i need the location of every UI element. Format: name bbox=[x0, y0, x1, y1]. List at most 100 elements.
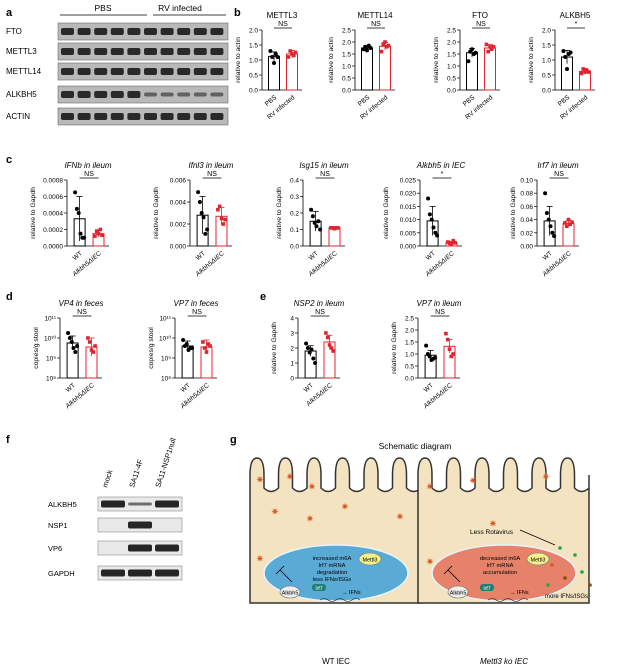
data-point bbox=[75, 344, 80, 348]
blot-f-band bbox=[128, 544, 152, 552]
data-point bbox=[561, 49, 566, 53]
y-tick-label: 0.04 bbox=[520, 217, 533, 224]
data-point bbox=[86, 336, 90, 340]
y-axis-label: relative to Gapdh bbox=[271, 322, 278, 374]
blot-a-band bbox=[110, 91, 124, 98]
blot-a-band bbox=[177, 92, 191, 97]
y-axis-label: relative to Gapdh bbox=[510, 187, 517, 239]
data-point bbox=[565, 67, 569, 71]
y-tick-label: 1.0 bbox=[542, 58, 551, 65]
data-point bbox=[426, 196, 431, 201]
y-tick-label: 0.5 bbox=[405, 364, 414, 371]
data-point bbox=[429, 217, 434, 222]
y-tick-label: 10¹¹ bbox=[44, 316, 56, 323]
data-point bbox=[424, 343, 429, 348]
ifn-molecule bbox=[550, 563, 554, 567]
x-tick-label: WT bbox=[308, 250, 320, 262]
y-tick-label: 1.0 bbox=[249, 58, 258, 65]
y-tick-label: 4 bbox=[290, 316, 294, 323]
data-point bbox=[447, 347, 452, 351]
data-point bbox=[324, 331, 328, 335]
blot-a-band bbox=[94, 113, 108, 120]
y-tick-label: 0.3 bbox=[290, 194, 299, 201]
data-point bbox=[586, 70, 591, 74]
chart-c1: IFNb in ileum0.00000.00020.00040.00060.0… bbox=[30, 161, 112, 279]
blot-a-band bbox=[144, 48, 157, 55]
nucleus-text: less IFNs/ISGs bbox=[313, 577, 352, 583]
data-point bbox=[433, 355, 438, 360]
data-point bbox=[365, 48, 369, 53]
nucleus-text: Irf7 mRNA bbox=[318, 563, 345, 569]
x-tick-label: WT bbox=[180, 382, 192, 394]
blot-f-row-label: GAPDH bbox=[48, 569, 75, 578]
blot-a-band bbox=[144, 92, 157, 97]
ifn-molecule bbox=[563, 576, 567, 580]
blot-a-band bbox=[61, 28, 74, 35]
data-point bbox=[304, 341, 309, 346]
data-point bbox=[201, 215, 206, 220]
y-tick-label: 0.2 bbox=[290, 211, 299, 218]
ifn-molecule bbox=[546, 583, 550, 587]
alkbh5-label: Alkbh5 bbox=[450, 591, 467, 597]
data-point bbox=[435, 233, 440, 238]
data-point bbox=[223, 217, 227, 222]
panel-label-b: b bbox=[234, 7, 241, 19]
data-point bbox=[568, 50, 573, 55]
blot-f-band bbox=[155, 544, 179, 552]
y-tick-label: 0.0002 bbox=[43, 227, 63, 234]
data-point bbox=[491, 45, 496, 49]
rotavirus-icon: ✷ bbox=[426, 557, 434, 568]
y-tick-label: 0.0 bbox=[447, 88, 456, 95]
blot-f-band bbox=[128, 502, 152, 506]
blot-f-row-label: NSP1 bbox=[48, 521, 68, 530]
blot-a-band bbox=[77, 28, 91, 35]
blot-a-band bbox=[110, 113, 124, 120]
mettl3-label: Mettl3 bbox=[531, 558, 546, 564]
y-tick-label: 2 bbox=[290, 346, 294, 353]
y-tick-label: 0.0006 bbox=[43, 194, 63, 201]
data-point bbox=[484, 42, 489, 47]
blot-a-band bbox=[193, 48, 207, 55]
irf7-label: Irf7 bbox=[483, 586, 490, 592]
blot-a-band bbox=[177, 48, 191, 55]
data-point bbox=[451, 352, 455, 356]
sig-label: NS bbox=[554, 171, 564, 178]
y-tick-label: 0.02 bbox=[520, 230, 533, 237]
x-tick-label: WT bbox=[425, 250, 437, 262]
data-point bbox=[270, 55, 275, 59]
sig-label: * bbox=[575, 21, 578, 28]
blot-a-band bbox=[61, 48, 74, 55]
blot-f-band bbox=[155, 500, 179, 508]
blot-f-row-label: ALKBH5 bbox=[48, 500, 77, 509]
inhibition-bar bbox=[275, 565, 285, 575]
data-point bbox=[78, 231, 83, 236]
y-tick-label: 10⁸ bbox=[161, 376, 171, 383]
y-tick-label: 0.08 bbox=[520, 191, 533, 198]
chart-title: Alkbh5 in IEC bbox=[416, 161, 466, 170]
y-tick-label: 2.5 bbox=[447, 28, 456, 35]
dna-strand bbox=[487, 598, 529, 602]
bar bbox=[361, 47, 373, 91]
x-tick-label: WT bbox=[195, 250, 207, 262]
data-point bbox=[383, 40, 387, 44]
sig-label: NS bbox=[278, 21, 288, 28]
chart-title: Irf7 in ileum bbox=[537, 161, 579, 170]
blot-a-band bbox=[127, 48, 141, 55]
blot-a-band bbox=[77, 91, 91, 98]
chart-c2: Ifnl3 in ileum0.0000.0020.0040.006relati… bbox=[153, 161, 234, 279]
chart-title: METTL14 bbox=[357, 11, 393, 20]
rotavirus-icon: ✷ bbox=[542, 472, 550, 483]
bar bbox=[286, 53, 298, 91]
data-point bbox=[386, 43, 391, 48]
less-rotavirus-line bbox=[519, 529, 556, 546]
data-point bbox=[546, 217, 551, 222]
y-tick-label: 0.010 bbox=[400, 217, 417, 224]
data-point bbox=[449, 354, 454, 359]
blot-a-row-label: FTO bbox=[6, 27, 22, 36]
data-point bbox=[96, 231, 101, 236]
blot-a-row-label: METTL14 bbox=[6, 67, 42, 76]
y-tick-label: 1.5 bbox=[447, 52, 456, 59]
blot-a-band bbox=[127, 28, 141, 35]
y-tick-label: 0.00 bbox=[520, 244, 533, 251]
